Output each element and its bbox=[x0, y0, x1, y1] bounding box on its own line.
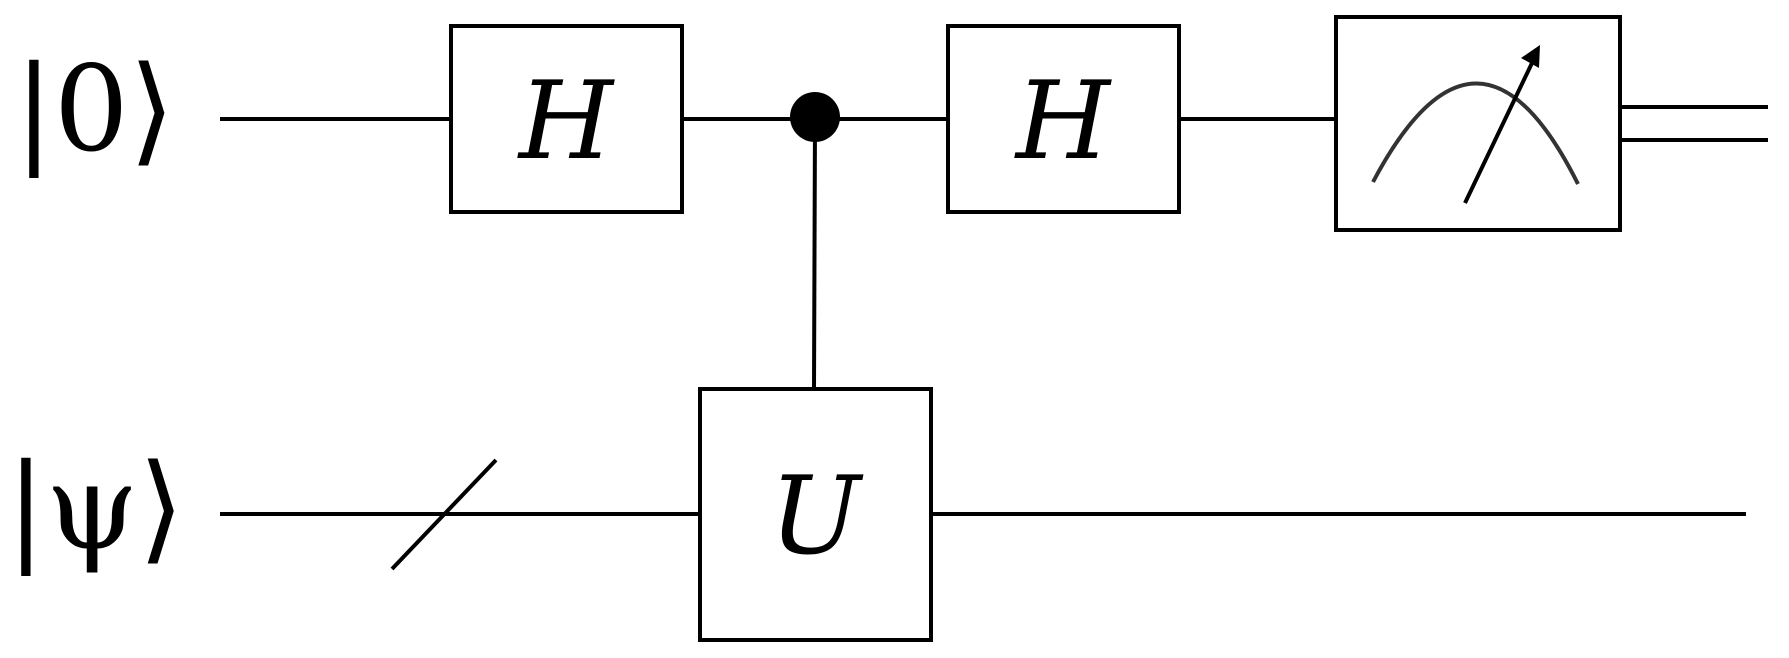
unitary-gate-label: U bbox=[769, 454, 863, 579]
hadamard-gate-1: H bbox=[449, 24, 684, 214]
meter-needle-icon bbox=[1463, 62, 1534, 204]
measurement-box bbox=[1334, 15, 1622, 232]
hadamard-gate-1-box bbox=[449, 24, 684, 214]
control-dot bbox=[790, 92, 840, 142]
hadamard-gate-2: H bbox=[946, 24, 1181, 214]
unitary-gate-box bbox=[698, 387, 933, 642]
hadamard-gate-1-label: H bbox=[517, 59, 615, 184]
hadamard-gate-2-label: H bbox=[1014, 59, 1112, 184]
hadamard-gate-2-box bbox=[946, 24, 1181, 214]
unitary-gate: U bbox=[698, 387, 933, 642]
top-qubit-label: |0⟩ bbox=[14, 40, 175, 178]
meter-arc-icon bbox=[1371, 81, 1580, 185]
meter-needle-arrowhead-icon bbox=[1521, 45, 1540, 68]
measurement-gate bbox=[1334, 15, 1622, 232]
register-slash-mark bbox=[390, 458, 498, 571]
control-line bbox=[812, 118, 817, 390]
bottom-qubit-label: |ψ⟩ bbox=[6, 438, 184, 576]
